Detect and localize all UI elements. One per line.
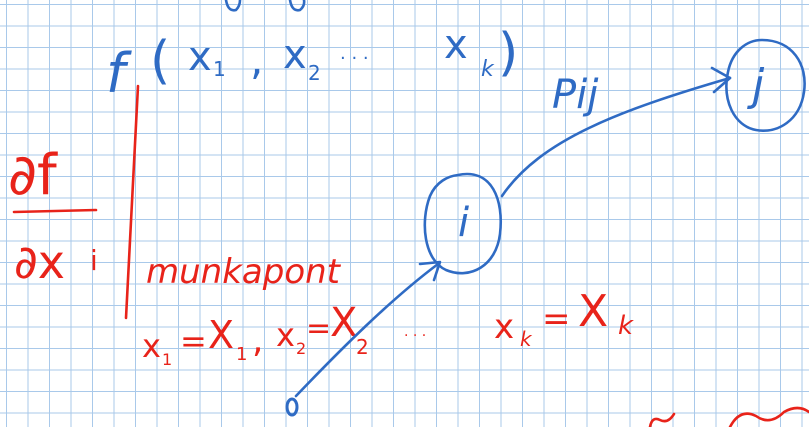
partial-denominator: ∂x — [14, 235, 65, 289]
node-j-circle — [725, 38, 806, 132]
edge-i-to-j — [500, 76, 732, 198]
eval-comma: , — [252, 320, 263, 361]
var-x2: x — [283, 32, 307, 78]
edge-start-to-i — [294, 262, 440, 398]
eval-xk: x — [494, 307, 514, 347]
evaluation-bar — [124, 84, 140, 320]
eval-eq-1: = — [180, 322, 207, 360]
eval-x1-sub: 1 — [162, 350, 172, 369]
eval-x2: x — [276, 316, 295, 354]
eval-Xk: X — [578, 286, 608, 337]
function-expression: f ( x 1 , x 2 · · · x k ) — [106, 22, 518, 105]
function-f: f — [106, 42, 132, 105]
eval-eq-k: = — [542, 299, 571, 339]
open-paren: ( — [150, 31, 170, 91]
var-xk-sub: k — [481, 57, 495, 82]
munkapont-label: munkapont — [146, 252, 342, 292]
var-x1: x — [188, 34, 212, 80]
edge-label-pij: Pij — [552, 72, 599, 118]
cropped-mark-2 — [288, 0, 306, 12]
var-x2-sub: 2 — [308, 61, 321, 85]
eval-X1-sub: 1 — [236, 344, 247, 365]
var-x1-sub: 1 — [213, 57, 226, 81]
fraction-bar — [12, 208, 98, 214]
arrowhead-j — [710, 66, 732, 94]
eval-ellipsis: · · · — [404, 328, 426, 344]
eval-x1: x — [142, 327, 161, 365]
cropped-mark-3 — [648, 412, 676, 427]
node-i-label: i — [458, 200, 469, 246]
node-j-label: j — [747, 60, 765, 111]
var-xk: x — [444, 22, 468, 68]
evaluation-point: munkapont x 1 = X 1 , x 2 = X 2 · · · x … — [142, 252, 634, 369]
comma-1: , — [250, 35, 263, 84]
eval-eq-2: = — [306, 311, 331, 346]
partial-numerator: ∂f — [8, 143, 58, 208]
close-paren: ) — [498, 23, 518, 83]
cropped-mark-4 — [728, 406, 809, 427]
node-i-circle — [423, 172, 502, 275]
start-dot — [285, 397, 299, 417]
eval-x2-sub: 2 — [296, 339, 306, 358]
arrowhead-i — [418, 260, 442, 282]
eval-X2-sub: 2 — [356, 335, 369, 359]
eval-xk-sub: k — [520, 327, 533, 351]
ellipsis: · · · — [340, 48, 369, 69]
eval-X1: X — [208, 313, 234, 357]
eval-Xk-sub: k — [618, 311, 634, 341]
partial-derivative: ∂f ∂x i — [8, 84, 140, 320]
partial-denominator-sub: i — [90, 244, 98, 277]
path-graph: i Pij j — [285, 38, 806, 417]
cropped-mark-1 — [224, 0, 242, 12]
